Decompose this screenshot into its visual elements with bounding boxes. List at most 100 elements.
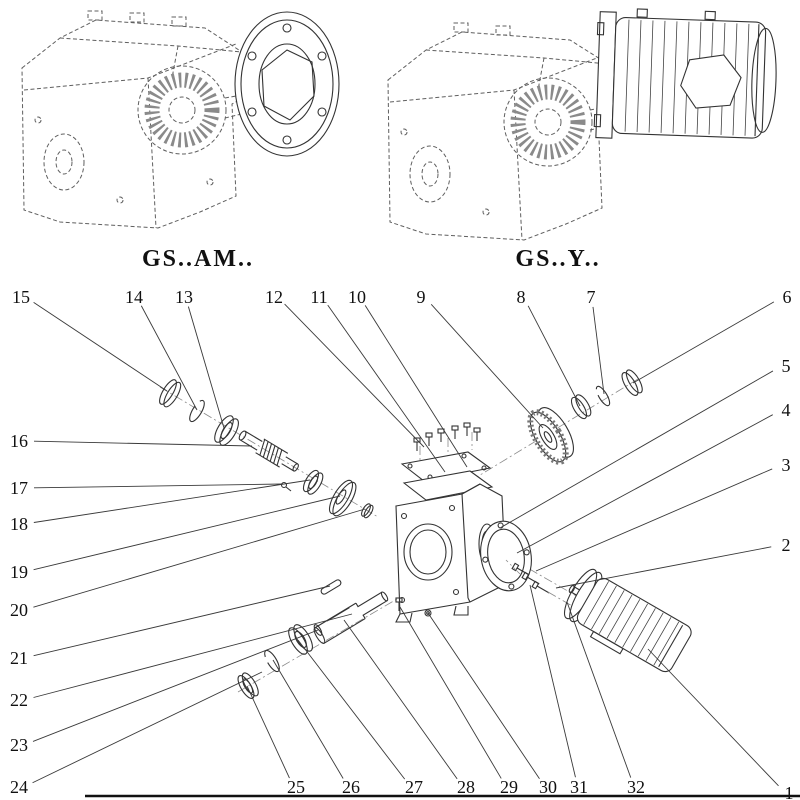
leader-line-9 xyxy=(430,304,544,429)
part-number-30: 30 xyxy=(539,777,557,797)
part-number-10: 10 xyxy=(348,287,366,307)
leader-line-18 xyxy=(33,479,311,523)
leader-line-2 xyxy=(555,546,772,589)
leader-line-14 xyxy=(140,305,198,411)
drain-plug xyxy=(424,609,432,617)
leader-line-19 xyxy=(33,495,341,571)
part-number-25: 25 xyxy=(287,777,305,797)
part-number-11: 11 xyxy=(310,287,327,307)
gear-teeth xyxy=(527,409,569,465)
part-number-28: 28 xyxy=(457,777,475,797)
leader-line-11 xyxy=(327,304,446,473)
part-number-1: 1 xyxy=(785,783,794,800)
leader-line-25 xyxy=(246,685,290,779)
small-ring xyxy=(361,503,374,519)
gearbox-y-drawing xyxy=(387,22,625,241)
leader-line-5 xyxy=(499,370,774,529)
leader-line-28 xyxy=(343,619,458,780)
part-number-2: 2 xyxy=(782,535,791,555)
leader-line-22 xyxy=(33,613,353,698)
output-flange-gasket xyxy=(480,520,532,592)
part-number-8: 8 xyxy=(517,287,526,307)
motor xyxy=(564,568,692,673)
part-number-13: 13 xyxy=(175,287,193,307)
leader-line-29 xyxy=(399,606,502,779)
part-number-15: 15 xyxy=(12,287,30,307)
part-number-5: 5 xyxy=(782,356,791,376)
leader-line-32 xyxy=(566,601,632,778)
part-number-17: 17 xyxy=(10,478,28,498)
leader-line-27 xyxy=(297,639,406,780)
gear-washer xyxy=(570,394,592,420)
input-bearing xyxy=(214,415,239,446)
part-number-32: 32 xyxy=(627,777,645,797)
pin xyxy=(280,481,292,492)
motor-drawing xyxy=(593,8,777,139)
leader-line-7 xyxy=(592,306,605,395)
leader-line-23 xyxy=(32,629,319,742)
flange-drawing xyxy=(234,11,340,157)
part-number-12: 12 xyxy=(265,287,283,307)
output-seal-ring xyxy=(621,369,643,396)
leader-line-17 xyxy=(33,483,284,489)
part-number-26: 26 xyxy=(342,777,360,797)
part-number-9: 9 xyxy=(417,287,426,307)
leader-line-15 xyxy=(33,302,168,392)
part-number-20: 20 xyxy=(10,600,28,620)
leader-line-24 xyxy=(32,671,263,784)
leader-line-4 xyxy=(516,414,773,554)
input-seal-ring xyxy=(159,379,182,408)
part-number-14: 14 xyxy=(125,287,143,307)
part-number-7: 7 xyxy=(587,287,596,307)
part-number-19: 19 xyxy=(10,562,28,582)
leader-line-21 xyxy=(33,585,331,657)
variant-label-gs-am: GS..AM.. xyxy=(142,246,254,272)
part-number-29: 29 xyxy=(500,777,518,797)
leader-line-30 xyxy=(427,612,540,780)
leader-line-6 xyxy=(632,301,775,384)
part-number-24: 24 xyxy=(10,777,28,797)
part-number-27: 27 xyxy=(405,777,423,797)
gear-circlip xyxy=(595,385,611,407)
input-circlip xyxy=(189,399,205,423)
spline-starburst xyxy=(510,84,586,160)
part-number-18: 18 xyxy=(10,514,28,534)
leader-line-13 xyxy=(187,306,225,429)
leader-line-26 xyxy=(272,659,344,779)
worm-shaft xyxy=(238,430,299,472)
shim-disk xyxy=(328,479,357,517)
leader-line-1 xyxy=(647,648,779,787)
part-number-4: 4 xyxy=(782,400,791,420)
cover-bolts xyxy=(413,422,481,451)
leader-line-10 xyxy=(364,305,468,468)
housing-bolt xyxy=(395,597,403,611)
gearbox-am-drawing xyxy=(21,10,259,229)
leader-line-20 xyxy=(33,508,366,608)
part-number-31: 31 xyxy=(570,777,588,797)
leader-line-8 xyxy=(527,305,581,407)
leader-line-12 xyxy=(284,303,425,448)
output-shaft xyxy=(313,591,389,644)
part-number-3: 3 xyxy=(782,455,791,475)
cover-gasket xyxy=(402,470,494,501)
worm-bearing-2 xyxy=(302,469,324,495)
output-bearing xyxy=(288,624,313,655)
part-number-6: 6 xyxy=(783,287,792,307)
inspection-cover xyxy=(400,451,492,482)
part-number-23: 23 xyxy=(10,735,28,755)
shaft-key xyxy=(320,579,342,595)
leader-line-16 xyxy=(33,440,253,447)
leader-line-31 xyxy=(529,584,576,778)
part-number-22: 22 xyxy=(10,690,28,710)
motor-studs xyxy=(505,559,575,608)
variant-label-gs-y: GS..Y.. xyxy=(515,246,601,272)
worm-gear xyxy=(527,407,574,465)
spline-starburst xyxy=(144,72,220,148)
terminal-box xyxy=(680,54,742,109)
leader-line-3 xyxy=(535,468,773,572)
part-number-21: 21 xyxy=(10,648,28,668)
end-washer xyxy=(237,672,259,699)
